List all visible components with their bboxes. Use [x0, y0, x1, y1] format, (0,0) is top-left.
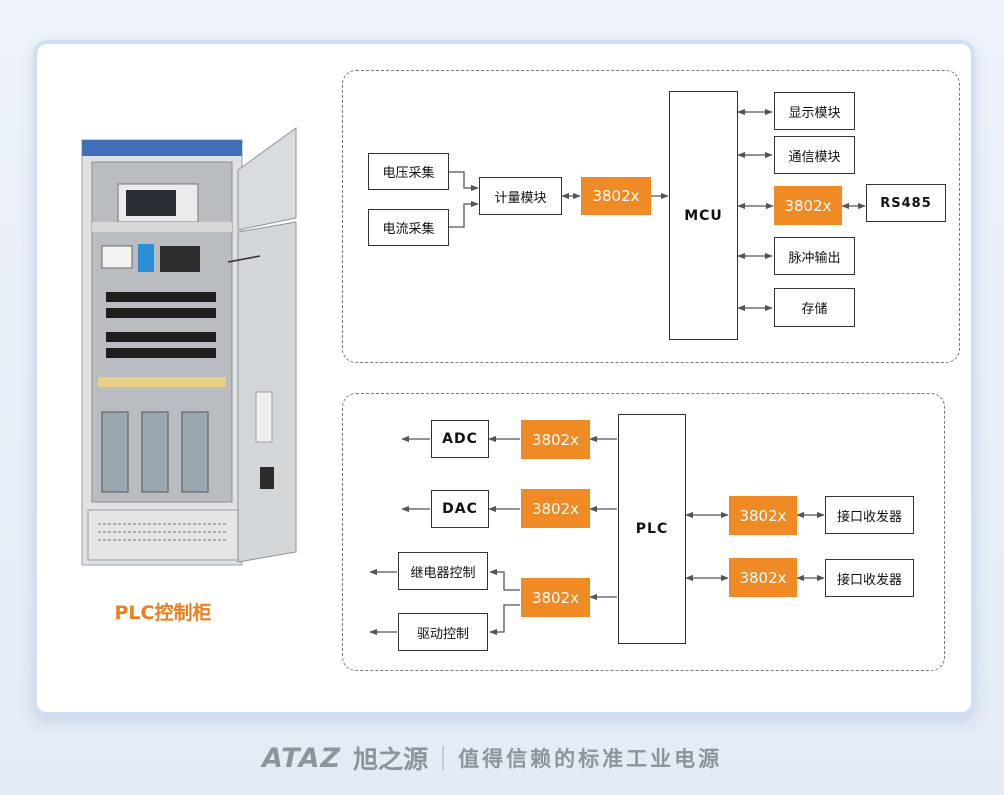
drive-control-box: 驱动控制: [398, 613, 488, 651]
bottom-diagram-panel: [342, 393, 945, 671]
relay-control-box: 继电器控制: [398, 552, 488, 590]
chip-3802x-meter: 3802x: [581, 177, 651, 215]
brand-logo-cn: 旭之源: [353, 745, 429, 774]
brand-slogan: 值得信赖的标准工业电源: [458, 746, 723, 771]
brand-logo-en: ATAZ: [262, 742, 342, 774]
pulse-output-box: 脉冲输出: [774, 237, 855, 275]
top-diagram-panel: [342, 70, 960, 363]
dac-box: DAC: [431, 490, 489, 528]
cabinet-label: PLC控制柜: [114, 602, 212, 624]
mcu-box: MCU: [669, 91, 738, 340]
footer-divider: [442, 746, 445, 770]
voltage-sampling-box: 电压采集: [368, 153, 449, 190]
interface-transceiver-box-2: 接口收发器: [825, 559, 914, 597]
chip-3802x-relay: 3802x: [521, 578, 590, 617]
chip-3802x-adc: 3802x: [521, 420, 590, 459]
plc-cabinet-image: [81, 127, 297, 566]
rs485-box: RS485: [866, 184, 946, 222]
comm-module-box: 通信模块: [774, 136, 855, 174]
plc-box: PLC: [618, 414, 686, 644]
chip-3802x-rs485: 3802x: [774, 186, 842, 225]
metering-module-box: 计量模块: [479, 177, 562, 215]
chip-3802x-transceiver-1: 3802x: [729, 496, 797, 535]
adc-box: ADC: [431, 420, 489, 458]
chip-3802x-transceiver-2: 3802x: [729, 558, 797, 597]
brand-footer: ATAZ 旭之源 值得信赖的标准工业电源: [262, 742, 723, 775]
current-sampling-box: 电流采集: [368, 209, 449, 246]
storage-box: 存储: [774, 288, 855, 327]
display-module-box: 显示模块: [774, 92, 855, 130]
interface-transceiver-box-1: 接口收发器: [825, 496, 914, 534]
chip-3802x-dac: 3802x: [521, 489, 590, 528]
